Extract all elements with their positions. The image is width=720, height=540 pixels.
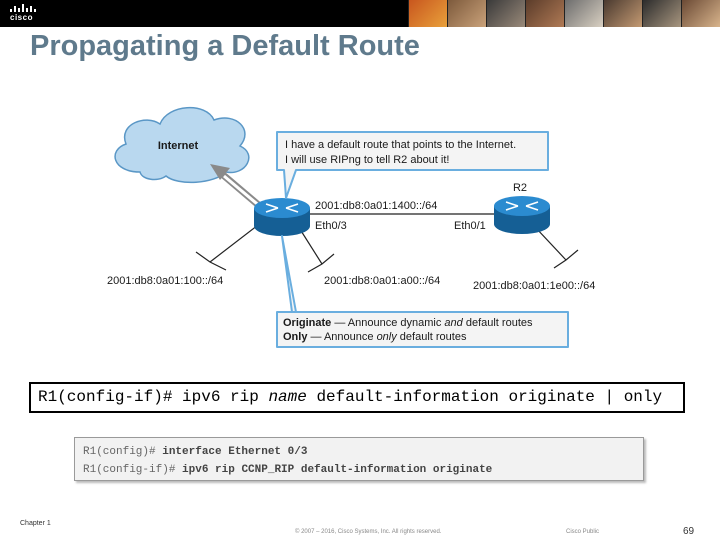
syntax-argument: name <box>268 388 307 406</box>
legend-only-text-a: — Announce <box>307 331 376 343</box>
command-syntax-box: R1(config-if)# ipv6 rip name default-inf… <box>29 382 685 413</box>
internet-cloud-icon <box>114 106 250 184</box>
photo-tile <box>564 0 603 27</box>
r2-lan-tick <box>553 249 579 269</box>
photo-tile <box>681 0 720 27</box>
legend-originate-line: Originate — Announce dynamic and default… <box>283 317 533 329</box>
legend-only-text-b: default routes <box>397 331 467 343</box>
r2-network-label: 2001:db8:0a01:1e00::/64 <box>473 280 595 292</box>
r1-right-network-label: 2001:db8:0a01:a00::/64 <box>324 275 440 287</box>
syntax-suffix: default-information originate | only <box>306 388 663 406</box>
legend-originate-text-b: default routes <box>463 317 533 329</box>
r1-left-network-label: 2001:db8:0a01:100::/64 <box>107 275 223 287</box>
r1-note-line2: I will use RIPng to tell R2 about it! <box>285 154 449 166</box>
page-number: 69 <box>683 526 695 537</box>
cloud-label: Internet <box>158 140 199 152</box>
legend-originate-and: and <box>444 317 463 329</box>
r1-interface-label: Eth0/3 <box>315 220 347 232</box>
config-line-1-command: interface Ethernet 0/3 <box>162 446 308 458</box>
syntax-prefix: R1(config-if)# ipv6 rip <box>38 388 269 406</box>
people-photo-strip <box>408 0 720 27</box>
config-line-2-prompt: R1(config-if)# <box>83 464 183 476</box>
legend-only-only: only <box>377 331 399 343</box>
config-line-2-command: ipv6 rip CCNP_RIP default-information or… <box>182 464 493 476</box>
photo-tile <box>408 0 447 27</box>
cisco-logo-icon <box>10 4 36 12</box>
r1-note-line1: I have a default route that points to th… <box>285 139 516 151</box>
photo-tile <box>642 0 681 27</box>
config-line-1: R1(config)# interface Ethernet 0/3 <box>83 446 307 458</box>
config-line-1-prompt: R1(config)# <box>83 446 163 458</box>
r2-label: R2 <box>513 182 527 194</box>
legend-only-key: Only <box>283 331 308 343</box>
r1-left-lan-tick <box>195 251 227 271</box>
config-example-box: R1(config)# interface Ethernet 0/3 R1(co… <box>74 437 644 481</box>
brand-wordmark: cisco <box>10 13 33 22</box>
photo-tile <box>447 0 486 27</box>
r1-router-icon <box>254 198 310 236</box>
r1-note-callout <box>276 131 549 199</box>
r2-link <box>535 227 567 261</box>
r1-left-link <box>209 221 263 263</box>
photo-tile <box>603 0 642 27</box>
top-banner: cisco <box>0 0 720 27</box>
copyright-text: © 2007 – 2016, Cisco Systems, Inc. All r… <box>295 529 442 535</box>
config-line-2: R1(config-if)# ipv6 rip CCNP_RIP default… <box>83 464 492 476</box>
page-title: Propagating a Default Route <box>30 30 420 62</box>
chapter-label: Chapter 1 <box>20 520 51 527</box>
legend-originate-key: Originate <box>283 317 331 329</box>
r2-router-icon <box>494 196 550 234</box>
legend-originate-text-a: — Announce dynamic <box>331 317 444 329</box>
r2-interface-label: Eth0/1 <box>454 220 486 232</box>
r1-right-lan-tick <box>307 253 335 273</box>
default-route-arrow <box>210 164 265 211</box>
photo-tile <box>486 0 525 27</box>
photo-tile <box>525 0 564 27</box>
legend-callout <box>276 235 569 348</box>
link-network-label: 2001:db8:0a01:1400::/64 <box>315 200 437 212</box>
legend-only-line: Only — Announce only default routes <box>283 331 467 343</box>
classification-label: Cisco Public <box>566 529 600 535</box>
